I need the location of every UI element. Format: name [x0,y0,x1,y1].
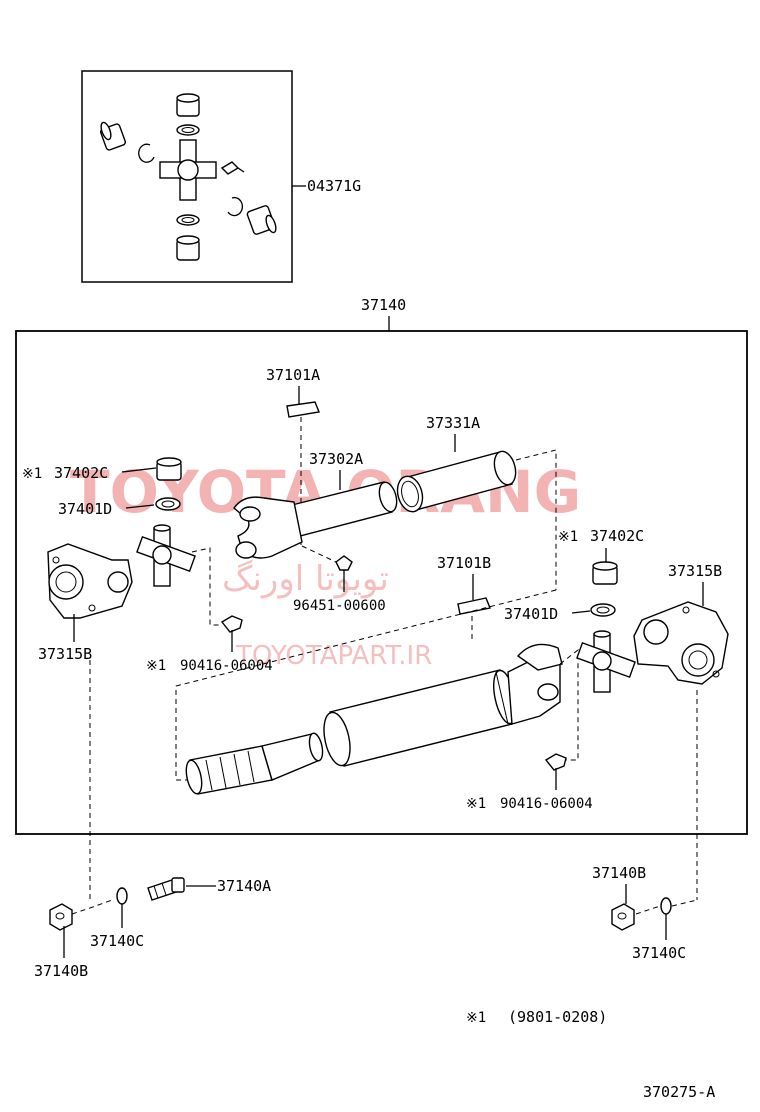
mark-37402C-left: ※1 [22,466,42,482]
label-37101B: 37101B [437,554,491,572]
label-37140B-right: 37140B [592,864,646,882]
label-37140C-right: 37140C [632,944,686,962]
label-37331A: 37331A [426,414,480,432]
label-37302A: 37302A [309,450,363,468]
universal-joint-kit [99,93,277,261]
nut-37140B-right [611,903,635,931]
label-37315B-right: 37315B [668,562,722,580]
flange-yoke-left [47,543,133,619]
watermark-persian: تویوتا اورنگ [222,559,389,599]
label-96451-00600: 96451-00600 [293,598,386,614]
balance-weight-a [286,401,320,418]
label-37140: 37140 [361,296,406,314]
snap-ring-right [590,603,616,617]
washer-37140C-right [660,897,672,915]
label-37140C-left: 37140C [90,932,144,950]
sleeve-yoke [233,481,398,559]
label-90416-right: 90416-06004 [500,796,593,812]
label-37401D-right: 37401D [504,605,558,623]
grease-fitting-right [544,753,567,771]
note-text: (9801-0208) [508,1008,607,1026]
label-04371G: 04371G [307,177,361,195]
label-37140A: 37140A [217,877,271,895]
spider-left [136,524,196,587]
bearing-cup-right [592,561,618,585]
label-37402C-right: 37402C [590,527,644,545]
assembly-frame [15,330,748,835]
flange-yoke-right [633,601,729,685]
spider-right [576,630,636,693]
balance-weight-b [457,597,491,615]
nut-37140B-left [49,903,73,931]
diagram-id: 370275-A [643,1083,715,1101]
grease-fitting-left [220,615,243,633]
sleeve-tube [396,450,517,513]
bearing-cup-left [156,457,182,481]
label-37402C-left: 37402C [54,464,108,482]
label-37140B-left: 37140B [34,962,88,980]
note-mark: ※1 [466,1010,486,1026]
bolt-37140A [147,877,185,901]
propeller-shaft [185,643,563,795]
grease-fitting [335,555,353,571]
mark-90416-left: ※1 [146,658,166,674]
mark-37402C-right: ※1 [558,529,578,545]
kit-frame [81,70,293,283]
label-37315B-left: 37315B [38,645,92,663]
label-37401D-left: 37401D [58,500,112,518]
label-90416-left: 90416-06004 [180,658,273,674]
snap-ring-left [155,497,181,511]
washer-37140C-left [116,887,128,905]
mark-90416-right: ※1 [466,796,486,812]
label-37101A: 37101A [266,366,320,384]
